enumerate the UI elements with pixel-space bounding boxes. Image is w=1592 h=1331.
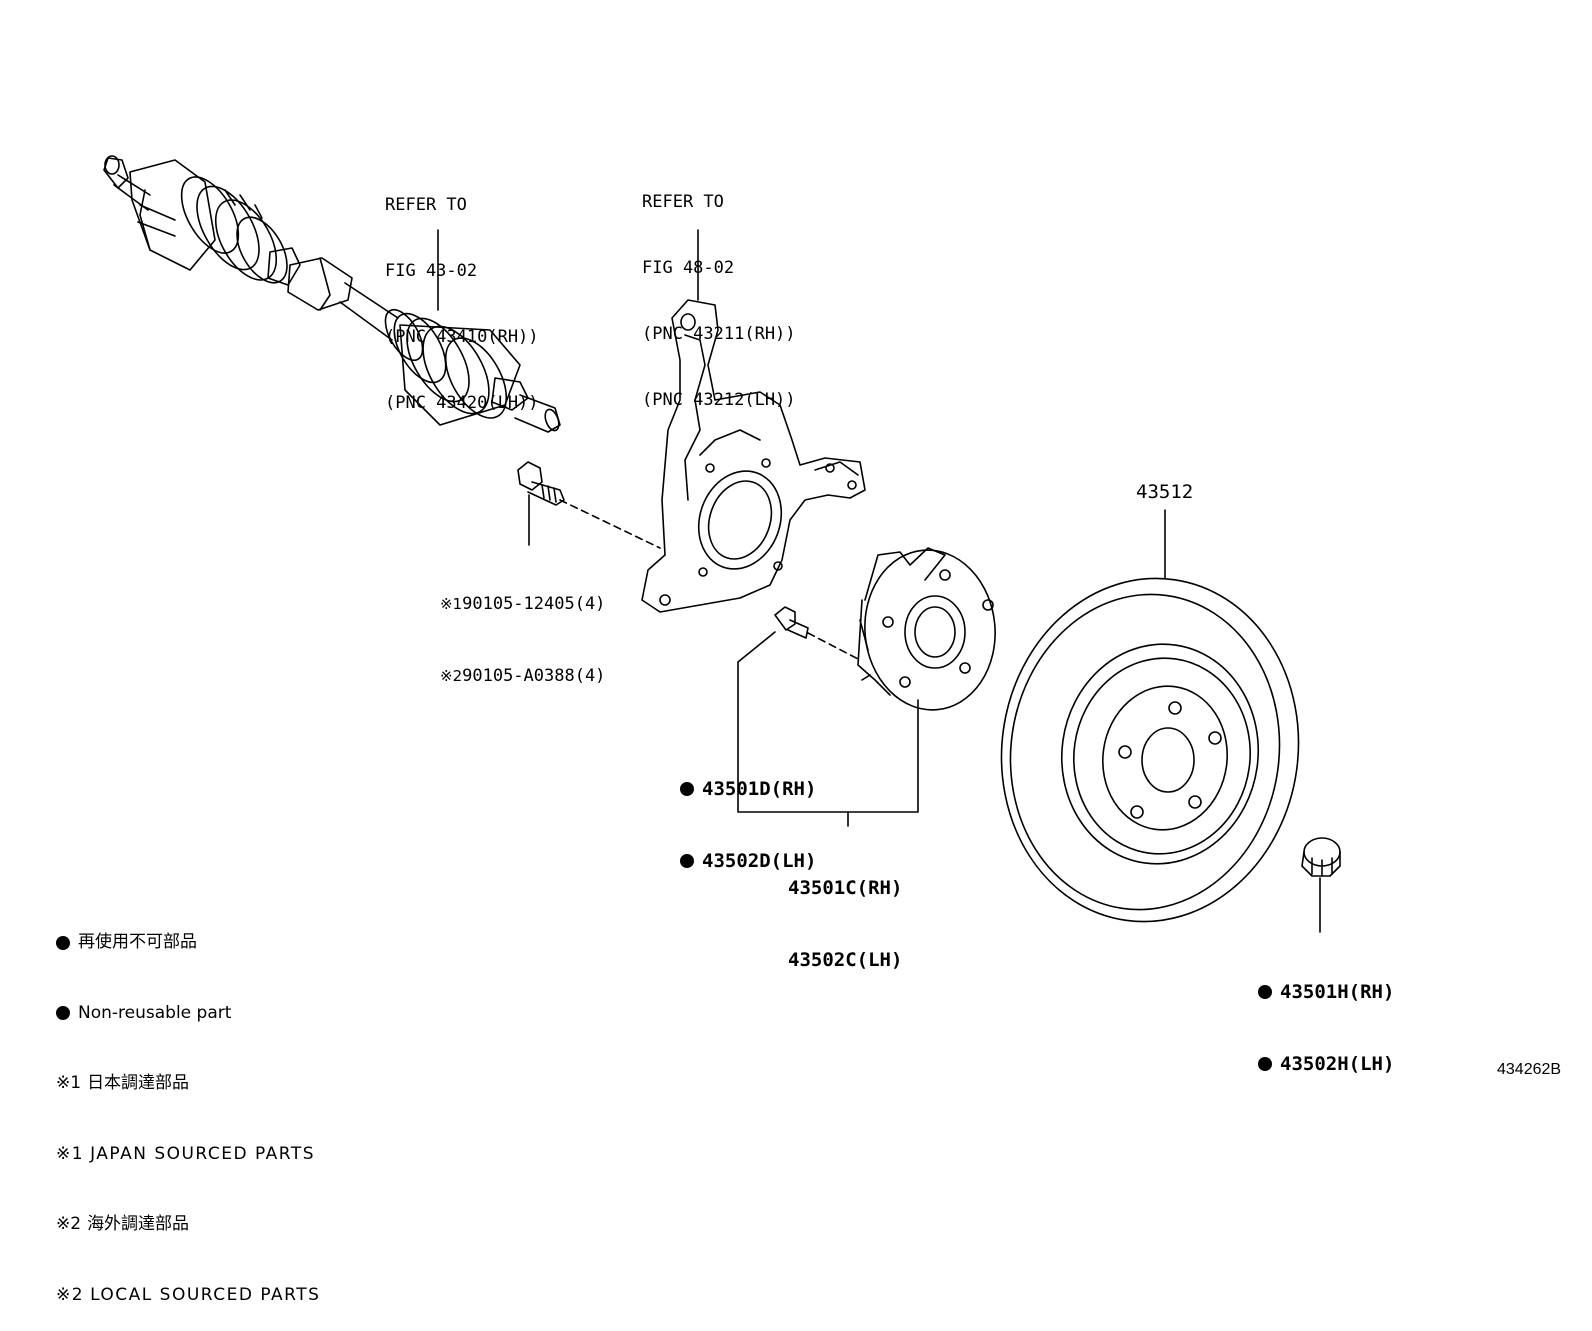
- driveshaft-ref-line-2: FIG 43-02: [385, 261, 478, 281]
- driveshaft-reference: REFER TO FIG 43-02 (PNC 43410(RH)) (PNC …: [385, 150, 539, 436]
- hub-bolt-part-numbers: 43501D(RH) 43502D(LH): [680, 729, 816, 897]
- bolt-1-mark: ※1: [440, 595, 463, 613]
- legend-nonreuse-jp: 再使用不可部品: [78, 932, 197, 952]
- driveshaft-ref-line-4: (PNC 43420(LH)): [385, 393, 539, 413]
- hub-bolt-rh: 43501D(RH): [702, 778, 817, 800]
- driveshaft-ref-line-3: (PNC 43410(RH)): [385, 327, 539, 347]
- knuckle-ref-line-1: REFER TO: [642, 192, 724, 212]
- non-reusable-marker-icon: [56, 1006, 70, 1021]
- knuckle-ref-line-3: (PNC 43211(RH)): [642, 324, 796, 344]
- diagram-canvas: REFER TO FIG 43-02 (PNC 43410(RH)) (PNC …: [56, 147, 1562, 1305]
- bolt-1-part-number: 90105-12405(4): [462, 594, 606, 614]
- hub-rh: 43501C(RH): [788, 877, 903, 899]
- knuckle-bolt-part-numbers: ※190105-12405(4) ※290105-A0388(4): [440, 544, 605, 712]
- hub-nut-illustration: [1301, 837, 1341, 933]
- drive-shaft-illustration: [103, 155, 561, 433]
- driveshaft-ref-line-1: REFER TO: [385, 195, 467, 215]
- non-reusable-marker-icon: [1258, 1057, 1272, 1071]
- hub-leader-lines: [737, 631, 919, 827]
- knuckle-bolt-illustration: [517, 461, 661, 549]
- legend-mark-1: ※1: [56, 1143, 85, 1164]
- hub-part-numbers: 43501C(RH) 43502C(LH): [788, 828, 902, 996]
- legend-mark-2: ※2: [56, 1214, 82, 1234]
- legend-japan-jp: 日本調達部品: [87, 1073, 190, 1093]
- knuckle-reference: REFER TO FIG 48-02 (PNC 43211(RH)) (PNC …: [642, 147, 796, 433]
- steering-knuckle-illustration: [641, 229, 866, 613]
- legend-nonreuse-en: Non-reusable part: [78, 1002, 232, 1023]
- knuckle-ref-line-2: FIG 48-02: [642, 258, 735, 278]
- bolt-2-part-number: 90105-A0388(4): [462, 666, 606, 686]
- non-reusable-marker-icon: [56, 935, 70, 950]
- rotor-part-number: 43512: [1136, 481, 1194, 503]
- non-reusable-marker-icon: [680, 782, 694, 796]
- bolt-2-mark: ※2: [440, 667, 463, 685]
- knuckle-ref-line-4: (PNC 43212(LH)): [642, 390, 796, 410]
- parts-illustration: [103, 155, 1341, 933]
- brake-rotor-illustration: [1000, 509, 1300, 923]
- nut-lh: 43502H(LH): [1280, 1053, 1395, 1075]
- hub-lh: 43502C(LH): [788, 949, 903, 971]
- figure-number: 434262B: [1497, 1061, 1562, 1078]
- hub-bolt-illustration: [774, 606, 861, 661]
- hub-bolt-lh: 43502D(LH): [702, 850, 817, 872]
- legend-local-jp: 海外調達部品: [87, 1214, 190, 1234]
- nut-rh: 43501H(RH): [1280, 981, 1395, 1003]
- legend-japan-en: JAPAN SOURCED PARTS: [90, 1143, 316, 1164]
- non-reusable-marker-icon: [1258, 985, 1272, 999]
- hub-bearing-illustration: [857, 547, 996, 711]
- nut-part-numbers: 43501H(RH) 43502H(LH): [1258, 932, 1394, 1100]
- legend-mark-1: ※1: [56, 1073, 82, 1093]
- legend-mark-2: ※2: [56, 1284, 85, 1305]
- non-reusable-marker-icon: [680, 854, 694, 868]
- legend-local-en: LOCAL SOURCED PARTS: [90, 1284, 321, 1305]
